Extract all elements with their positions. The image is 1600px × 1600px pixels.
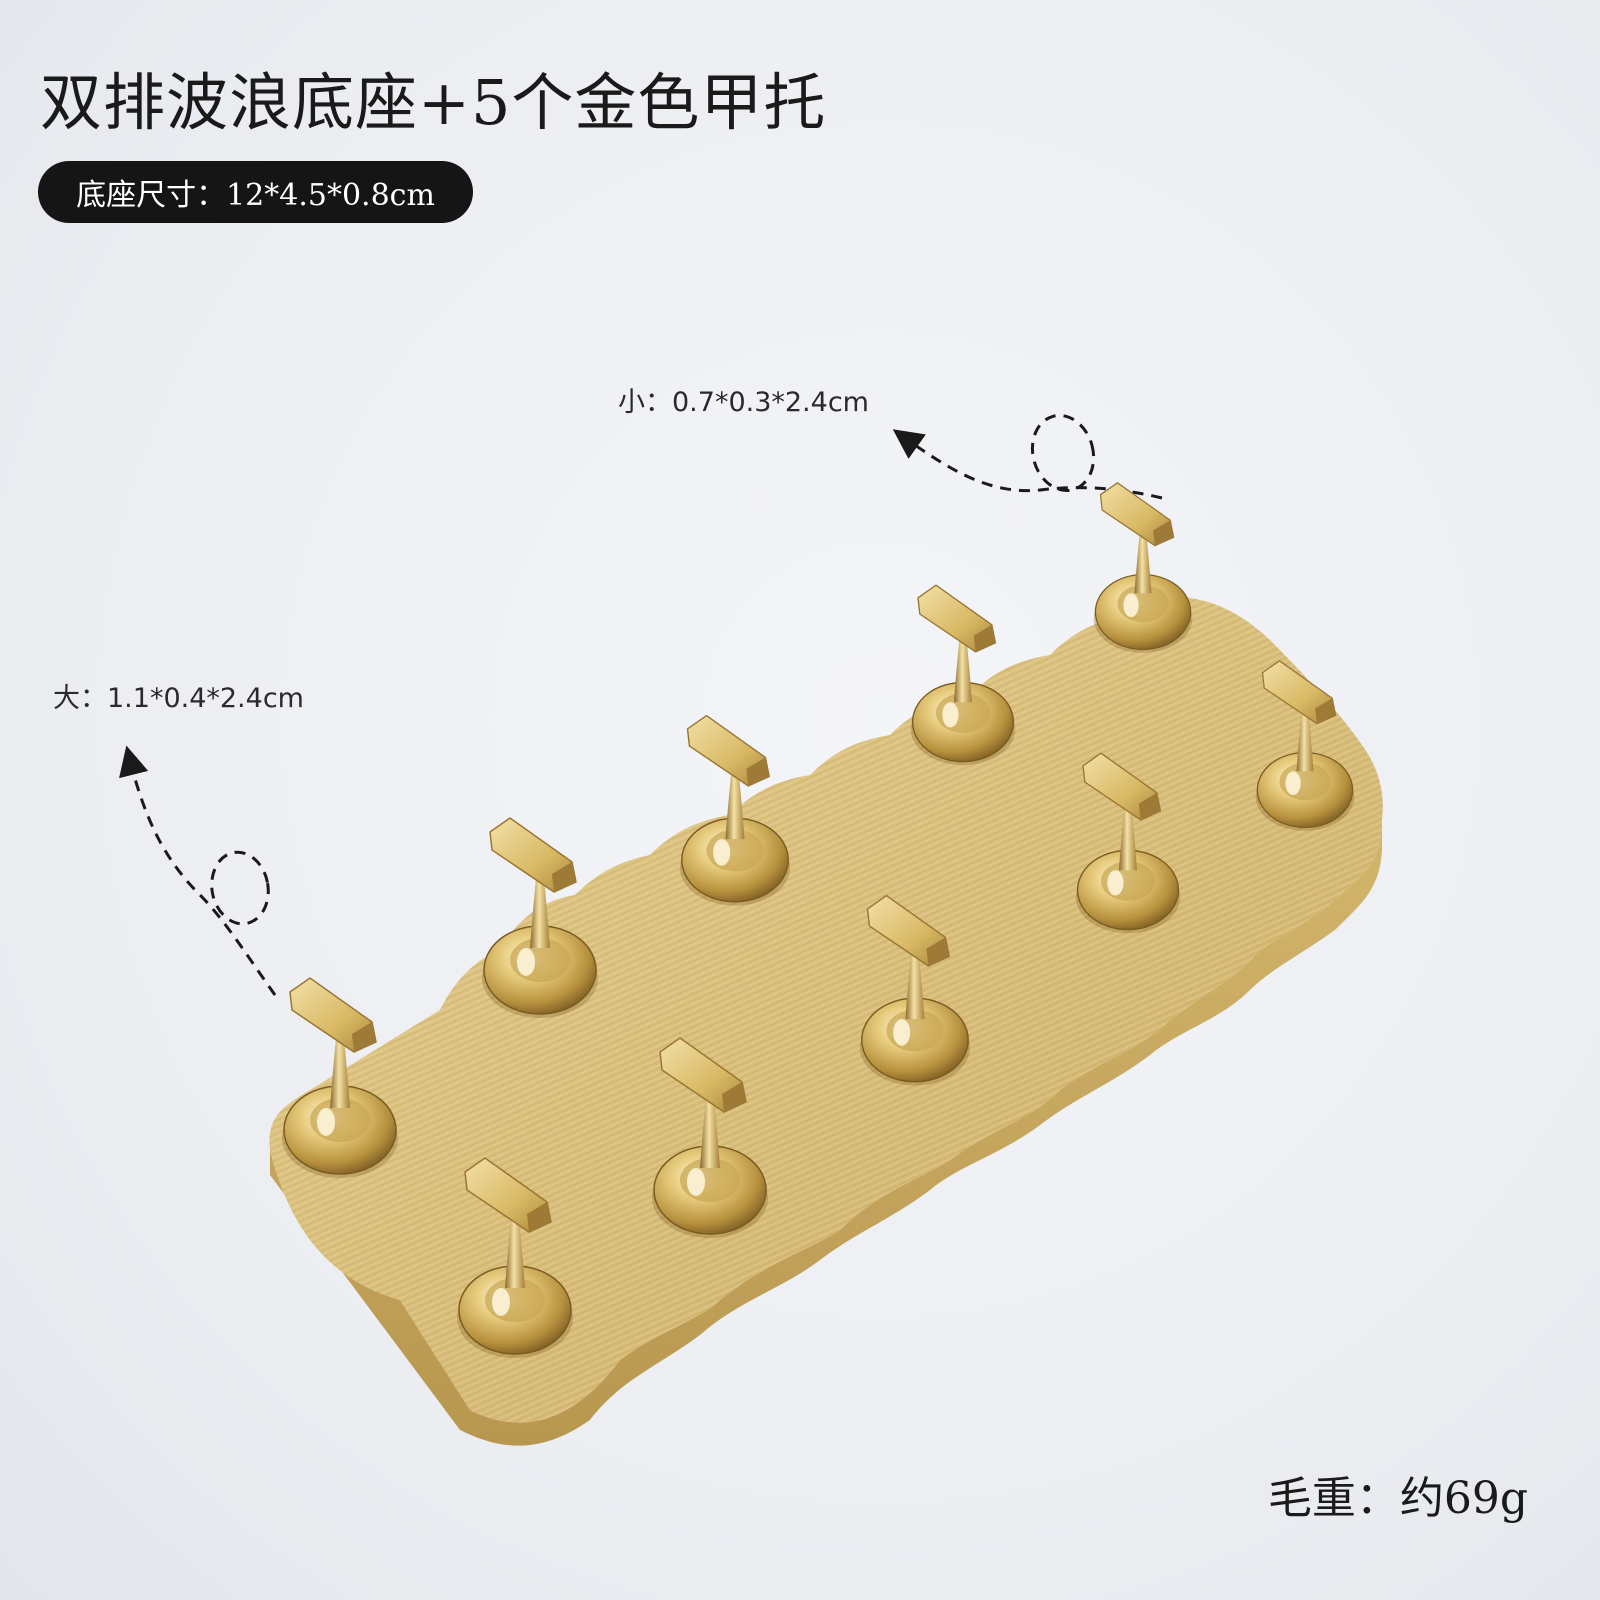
nail-holder — [1255, 660, 1355, 831]
nail-holder — [482, 817, 598, 1018]
large-holder-dimension: 大：1.1*0.4*2.4cm — [53, 683, 304, 714]
nail-holder — [652, 1037, 768, 1238]
nail-holders — [282, 482, 1355, 1358]
nail-holder — [679, 714, 791, 906]
nail-holder — [282, 977, 398, 1178]
small-holder-dimension: 小：0.7*0.3*2.4cm — [618, 387, 869, 418]
gross-weight: 毛重：约69g — [1267, 1473, 1528, 1524]
nail-holder — [859, 894, 971, 1086]
nail-holder — [1093, 482, 1193, 653]
product-title: 双排波浪底座+5个金色甲托 — [40, 66, 827, 139]
small-dimension-circle — [1030, 413, 1096, 493]
large-dimension-pointer — [119, 745, 277, 996]
nail-holder — [1075, 752, 1181, 934]
base-size-text: 底座尺寸：12*4.5*0.8cm — [76, 178, 435, 213]
nail-holder — [910, 584, 1016, 766]
small-dimension-pointer — [892, 413, 1163, 500]
large-dimension-circle — [210, 850, 270, 926]
base-size-badge: 底座尺寸：12*4.5*0.8cm — [38, 161, 473, 223]
nail-holder — [457, 1157, 573, 1358]
